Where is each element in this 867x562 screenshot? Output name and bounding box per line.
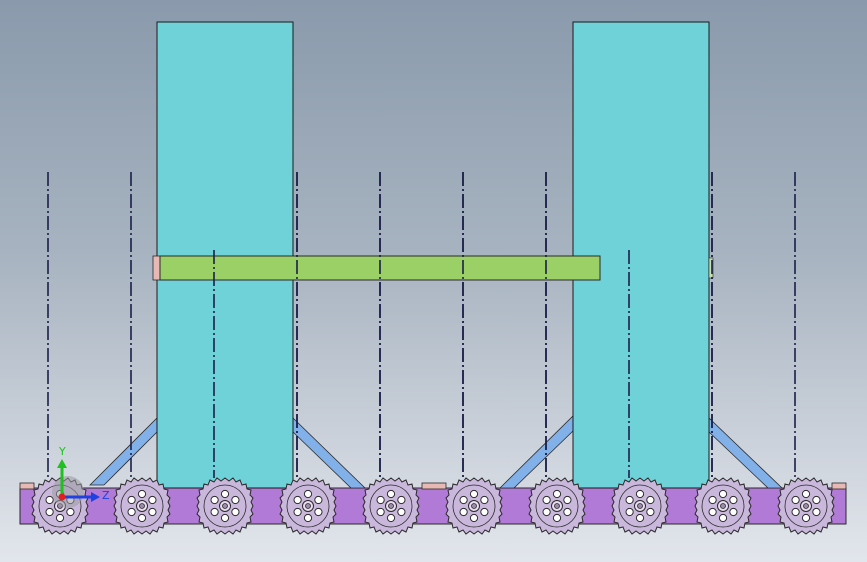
gear-icon[interactable] (445, 477, 503, 535)
gear-icon[interactable] (528, 477, 586, 535)
coordinate-triad: Y Z (52, 445, 110, 508)
diagonal-brace[interactable] (499, 415, 574, 489)
base-pad-right (831, 482, 847, 490)
diagonal-brace[interactable] (708, 417, 783, 489)
gear-icon[interactable] (611, 477, 669, 535)
x-axis-arrow-icon (58, 493, 66, 501)
gear-icon[interactable] (777, 477, 835, 535)
tower-left[interactable] (156, 21, 294, 489)
gear-icon[interactable] (362, 477, 420, 535)
z-axis-label: Z (102, 489, 110, 502)
diagonal-brace[interactable] (89, 417, 158, 486)
gear-icon[interactable] (279, 477, 337, 535)
y-axis-arrowhead-icon (57, 459, 67, 468)
y-axis-label: Y (58, 445, 66, 458)
gear-icon[interactable] (196, 477, 254, 535)
base-pad-mid (421, 482, 447, 490)
z-axis-arrowhead-icon (91, 492, 100, 502)
base-pad-left (19, 482, 35, 490)
centerlines-front (213, 172, 713, 478)
triad-origin-disc (52, 476, 84, 508)
beam-right-stub (708, 257, 714, 279)
gear-icon[interactable] (113, 477, 171, 535)
diagonal-brace[interactable] (292, 417, 366, 489)
beam-end-cap (152, 255, 161, 281)
tower-right[interactable] (572, 21, 710, 489)
gear-icon[interactable] (694, 477, 752, 535)
braces (89, 415, 783, 489)
